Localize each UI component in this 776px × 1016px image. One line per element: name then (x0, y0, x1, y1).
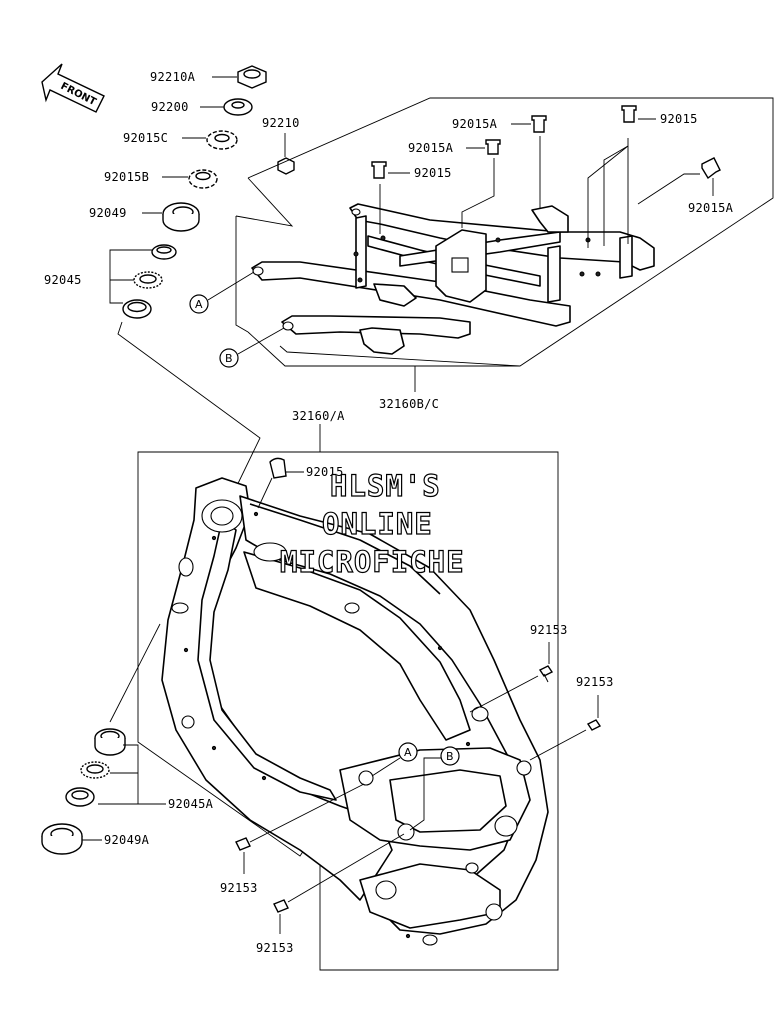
callout-a-top-letter: A (195, 298, 203, 311)
subframe-boundary (247, 97, 774, 367)
label-92210A: 92210A (150, 70, 196, 84)
subframe-boundary-bottom (279, 345, 521, 367)
watermark-line2: ONLINE (322, 507, 433, 541)
leader-92153-l2 (287, 833, 405, 903)
leader-92015-top-b (587, 145, 629, 248)
label-92015A-mid: 92015A (408, 141, 454, 155)
leader-92153-r1 (469, 675, 539, 713)
label-32160BC: 32160B/C (379, 397, 439, 411)
seal-92049A (41, 823, 83, 855)
rear-subframe (251, 203, 655, 355)
label-92015C: 92015C (123, 131, 168, 145)
leader-92045A (98, 744, 139, 805)
collar-92015A-top (531, 115, 547, 133)
leader-92015-top-a (603, 138, 629, 246)
callout-a-bottom-letter: A (404, 746, 412, 759)
label-92153-l1: 92153 (220, 881, 258, 895)
label-92045A: 92045A (168, 797, 214, 811)
leader-stack-to-frame (117, 321, 261, 501)
leader-frame-to-lower-stack (109, 623, 161, 723)
leader-92045 (109, 249, 152, 304)
front-arrow-icon: FRONT (41, 63, 105, 113)
bolt-92153-right-2 (586, 719, 602, 731)
callout-a-top: A (189, 271, 255, 314)
bearing-set-92045A (65, 728, 126, 807)
nut-92015B (188, 169, 218, 189)
label-92015-top: 92015 (660, 112, 698, 126)
label-92200: 92200 (151, 100, 189, 114)
callout-b-top-letter: B (225, 352, 233, 365)
collar-92015-frame (269, 457, 287, 479)
watermark: HLSM'S ONLINE MICROFICHE (279, 468, 465, 579)
bolt-92153-left-1 (235, 837, 251, 851)
watermark-line1: HLSM'S (330, 469, 441, 503)
leader-92015A-right (637, 173, 700, 205)
nut-92210 (277, 157, 295, 175)
nut-92210A (237, 65, 267, 89)
bolt-92153-right-1 (538, 665, 554, 683)
label-92015-mid: 92015 (414, 166, 452, 180)
callout-a-bottom: A (371, 742, 418, 777)
label-92015B: 92015B (104, 170, 149, 184)
label-92015A-right: 92015A (688, 201, 734, 215)
main-frame (161, 477, 549, 946)
label-32160A: 32160/A (292, 409, 345, 423)
label-92049A: 92049A (104, 833, 150, 847)
label-92015A-top: 92015A (452, 117, 498, 131)
label-92210: 92210 (262, 116, 300, 130)
label-92153-r1: 92153 (530, 623, 568, 637)
label-92045: 92045 (44, 273, 82, 287)
watermark-line3: MICROFICHE (280, 545, 465, 579)
leader-92015A-mid-down (461, 158, 495, 228)
collar-92015-mid (371, 161, 387, 179)
collar-92015-top (621, 105, 637, 123)
callout-b-bottom: B (409, 746, 460, 831)
callout-b-top: B (219, 327, 285, 368)
label-92153-r2: 92153 (576, 675, 614, 689)
seal-92049 (162, 202, 200, 232)
subframe-boundary-diag (235, 177, 294, 227)
callout-b-bottom-letter: B (446, 750, 454, 763)
subframe-boundary-left (235, 216, 249, 333)
washer-92200 (223, 98, 253, 116)
label-92153-l2: 92153 (256, 941, 294, 955)
collar-92015A-right (701, 157, 721, 180)
leader-92153-l1 (249, 783, 365, 843)
leader-92153-r2 (529, 729, 587, 761)
frame-boundary-right (319, 424, 559, 971)
label-92049: 92049 (89, 206, 127, 220)
lockwasher-92015C (206, 130, 238, 150)
leader-92015-frame-down (257, 477, 273, 509)
bolt-92153-left-2 (273, 899, 289, 913)
label-92015-frame: 92015 (306, 465, 344, 479)
bearing-set-92045 (122, 244, 177, 319)
collar-92015A-mid (485, 139, 501, 155)
